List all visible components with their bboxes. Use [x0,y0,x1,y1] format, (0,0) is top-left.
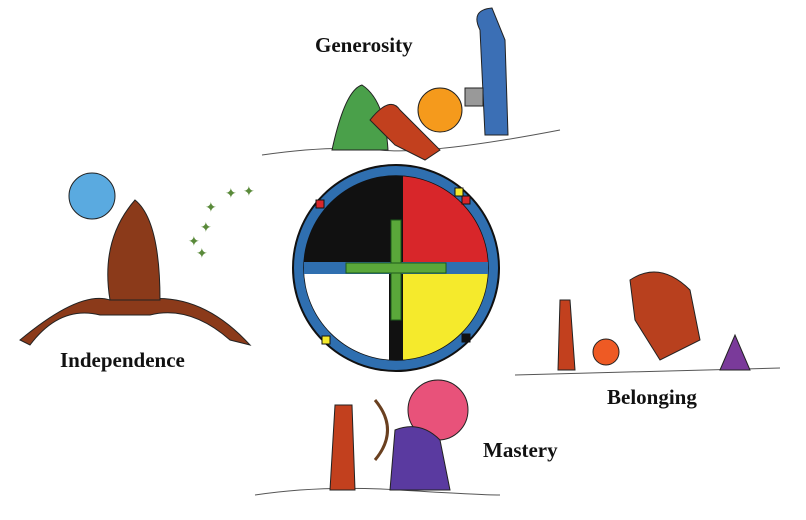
mastery-scene [254,379,501,496]
independence-scene: ✦✦ ✦✦ ✦✦ [19,172,255,346]
belonging-scene [514,271,781,376]
svg-text:✦: ✦ [225,187,237,202]
quadrant-north-west [304,176,396,268]
label-belonging: Belonging [607,385,697,409]
svg-text:✦: ✦ [200,221,212,236]
quadrant-south-west [304,268,396,360]
quadrant-south-east [396,268,488,360]
green-cross [345,219,447,321]
label-independence: Independence [60,348,185,372]
svg-text:✦: ✦ [243,185,255,200]
label-generosity: Generosity [315,33,413,57]
svg-text:✦: ✦ [188,235,200,250]
svg-text:✦: ✦ [196,247,208,262]
generosity-scene [261,7,561,161]
ring-beads [315,187,471,345]
quadrant-north-east [396,176,488,268]
medicine-wheel [292,164,500,372]
svg-text:✦: ✦ [205,201,217,216]
label-mastery: Mastery [483,438,558,462]
